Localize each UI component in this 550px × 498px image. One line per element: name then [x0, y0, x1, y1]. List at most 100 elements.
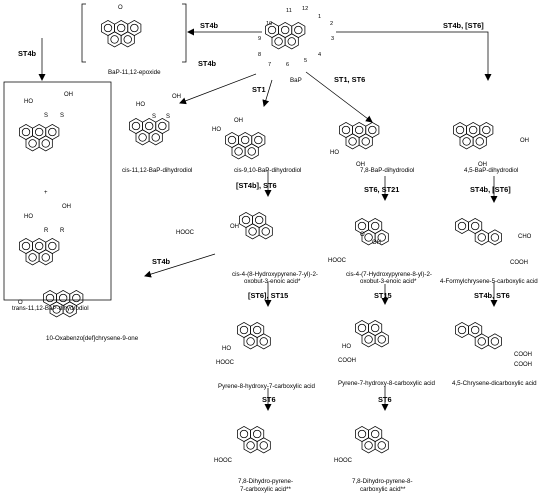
- cis1112-ring-3-aromatic: [158, 121, 167, 131]
- arrow-bap-to-cis1112: [179, 73, 257, 105]
- trans-dihydrodiol-box: [3, 81, 112, 301]
- arrow-enoic7-to-oxabenzo: [144, 253, 216, 278]
- bap-ring-numbers: 1 2 3 4 5 6 7 8 9 10 11 12: [258, 6, 334, 68]
- step-label-enoic8-pyr78: ST15: [374, 291, 392, 300]
- bap-ring-5-aromatic: [287, 37, 296, 46]
- bap-position-4: 4: [318, 52, 321, 58]
- epoxide-ring-4-aromatic: [110, 35, 119, 44]
- ring-structures: [19, 19, 502, 454]
- oxabenzo-ring-5: [62, 301, 77, 318]
- atom-trans1-oh: OH: [64, 92, 73, 98]
- formyl-ring-2-aromatic: [470, 221, 480, 231]
- oxabenzo-ring-1-aromatic: [45, 293, 55, 303]
- bap78-ring-4: [345, 133, 360, 150]
- epoxide-ring-2-aromatic: [116, 23, 126, 33]
- atom-trans2-ho: HO: [24, 214, 33, 220]
- bap45-ring-2-aromatic: [468, 125, 478, 135]
- bap45-ring-5-aromatic: [475, 137, 484, 146]
- cis910-ring-2-aromatic: [240, 135, 250, 145]
- name-bap: BaP: [290, 77, 302, 84]
- cis910-ring-3-aromatic: [254, 135, 263, 145]
- atom-cis1112-ho: HO: [136, 102, 145, 108]
- trans-rr-ring-5: [38, 249, 53, 266]
- step-label-78-enoic8: ST6, ST21: [364, 185, 399, 194]
- bap-position-3: 3: [331, 36, 334, 42]
- bap45-ring-4-aromatic: [462, 137, 471, 146]
- formyl-ring-4-aromatic: [490, 233, 500, 242]
- name-formyl: 4-Formylchrysene-5-carboxylic acid: [440, 278, 538, 285]
- arrow-bap-to-cis910: [262, 79, 273, 107]
- chrysene45-ring-1-aromatic: [457, 325, 467, 335]
- atom-enoic8-oh: OH: [372, 240, 381, 246]
- pyr87-ring-1-aromatic: [239, 325, 249, 335]
- atom-78-ho: HO: [330, 150, 339, 156]
- atom-cis910-ho: HO: [212, 127, 221, 133]
- dihydro8-ring-2-aromatic: [370, 429, 380, 439]
- atom-cis1112-oh: OH: [172, 94, 181, 100]
- atom-chrysene-cooh1: COOH: [514, 352, 532, 358]
- step-label-pyr78-dihydro8: ST6: [378, 395, 392, 404]
- bap-ring-1-aromatic: [267, 25, 277, 35]
- bap78-ring-5-aromatic: [361, 137, 370, 146]
- enoic7-ring-3-aromatic: [248, 227, 257, 236]
- cis1112-ring-4: [135, 129, 150, 146]
- arrow-bap-to-78: [305, 71, 373, 123]
- bap45-ring-4: [459, 133, 474, 150]
- cis910-ring-5-aromatic: [247, 147, 256, 156]
- substituent-labels: O HO OH S S + HO OH R R HO OH S S HO OH …: [18, 5, 532, 464]
- atom-pyr87-ho: HO: [222, 346, 231, 352]
- enoic8-ring-4-aromatic: [377, 233, 386, 242]
- name-pyr78: Pyrene-7-hydroxy-8-carboxylic acid: [338, 380, 436, 387]
- cis1112-ring-4-aromatic: [138, 133, 147, 142]
- bap-position-6: 6: [286, 62, 289, 68]
- oxabenzo-ring-3-aromatic: [72, 293, 81, 303]
- oxabenzo-ring-2-aromatic: [58, 293, 68, 303]
- reaction-arrows: [38, 28, 498, 411]
- name-enoic7-line2: oxobut-3-enoic acid*: [244, 278, 301, 285]
- name-dihydro7-line1: 7,8-Dihydro-pyrene-: [238, 478, 293, 485]
- trans-rr-ring-4: [25, 249, 40, 266]
- atom-trans-plus: +: [44, 190, 48, 196]
- atom-trans2-oh: OH: [62, 204, 71, 210]
- name-enoic8-line1: cis-4-(7-Hydroxypyrene-8-yl)-2-: [346, 271, 432, 278]
- atom-formyl-cooh: COOH: [510, 260, 528, 266]
- trans-ss-ring-3-aromatic: [48, 127, 57, 137]
- pyr78-ring-2-aromatic: [370, 323, 380, 333]
- dihydro8-ring-3: [361, 437, 376, 454]
- name-trans1112: trans-11,12-BaP-dihydrodiol: [12, 305, 89, 312]
- formyl-ring-4: [487, 229, 502, 246]
- step-label-bap-78: ST1, ST6: [334, 75, 365, 84]
- enoic8-ring-2-aromatic: [370, 221, 380, 231]
- bap-position-12: 12: [302, 6, 308, 12]
- epoxide-ring-3-aromatic: [130, 23, 139, 33]
- bap-ring-5: [284, 33, 299, 50]
- pyr78-ring-4-aromatic: [377, 335, 386, 344]
- epoxide-bracket-right: [182, 3, 187, 63]
- cis910-ring-1-aromatic: [227, 135, 237, 145]
- cis910-ring-5: [244, 143, 259, 160]
- bap78-ring-1-aromatic: [341, 125, 351, 135]
- chrysene45-ring-3: [474, 333, 489, 350]
- pyr87-ring-4-aromatic: [259, 337, 268, 346]
- bap45-ring-1-aromatic: [455, 125, 465, 135]
- dihydro8-ring-4-aromatic: [377, 441, 386, 450]
- trans-rr-ring-5-aromatic: [41, 253, 50, 262]
- step-labels: ST4b ST4b ST4b ST1 ST1, ST6 ST4b, [ST6] …: [18, 21, 511, 404]
- formyl-ring-3: [474, 229, 489, 246]
- trans-rr-ring-1-aromatic: [21, 241, 31, 251]
- atom-enoic8-hooc: HOOC: [328, 258, 347, 264]
- formyl-ring-1-aromatic: [457, 221, 467, 231]
- formyl-ring-1: [455, 217, 469, 235]
- dihydro7-ring-1-aromatic: [239, 429, 249, 439]
- epoxide-ring-5-aromatic: [123, 35, 132, 44]
- trans-ss-ring-1-aromatic: [21, 127, 31, 137]
- cis910-ring-4: [231, 143, 246, 160]
- step-label-bap-cis1112: ST4b: [198, 59, 217, 68]
- atom-enoic7-oh: OH: [230, 224, 239, 230]
- pyr78-ring-1-aromatic: [357, 323, 367, 333]
- trans-ss-ring-2-aromatic: [34, 127, 44, 137]
- cis1112-ring-5-aromatic: [151, 133, 160, 142]
- trans-ss-ring-5-aromatic: [41, 139, 50, 148]
- epoxide-bracket-left: [81, 3, 86, 63]
- name-enoic8-line2: oxobut-3-enoic acid*: [360, 278, 417, 285]
